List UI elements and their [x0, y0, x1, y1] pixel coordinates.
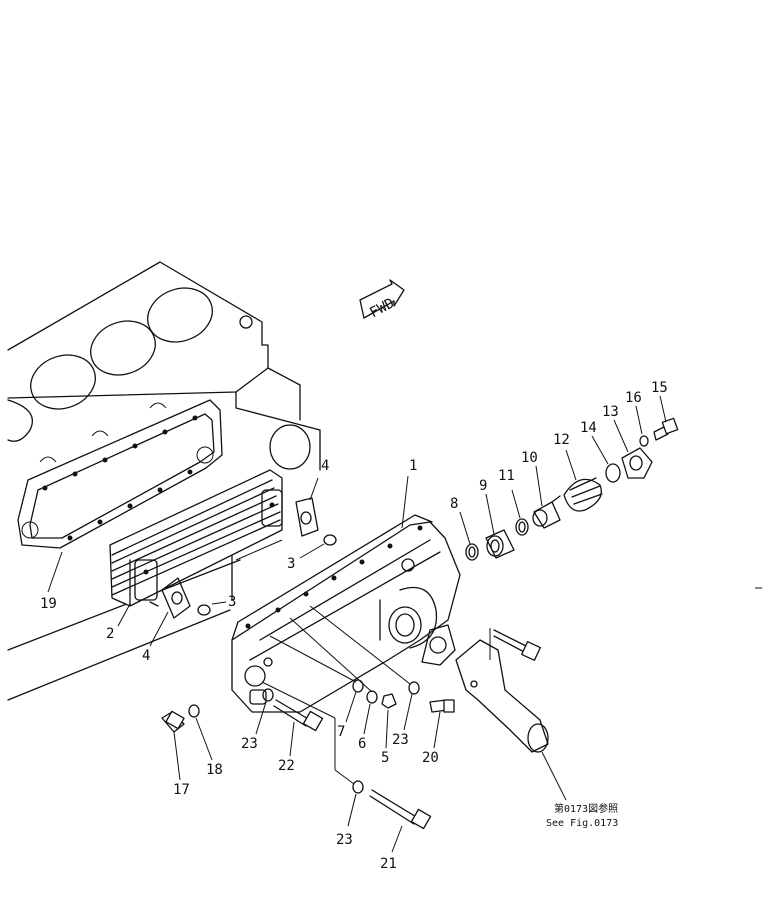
callout-17: 17 — [173, 782, 190, 798]
o-ring-3-rear — [323, 534, 337, 546]
housing-13 — [621, 447, 653, 479]
thermostat-10 — [532, 495, 561, 529]
callout-3-front: 3 — [228, 594, 236, 610]
reference-english: See Fig.0173 — [546, 818, 618, 829]
callout-numbers: 1 4 3 3 2 4 19 8 9 11 10 12 14 13 16 15 … — [40, 380, 668, 872]
callout-21: 21 — [380, 856, 397, 872]
oil-cooler-cover-1 — [231, 514, 461, 713]
callout-23-right: 23 — [392, 732, 409, 748]
reference-note: 第0173図参照 See Fig.0173 — [546, 802, 618, 829]
callout-12: 12 — [553, 432, 570, 448]
bolt-22 — [273, 699, 324, 732]
gasket-4-front — [161, 577, 191, 619]
bolt-21 — [369, 789, 432, 830]
seal-9 — [485, 529, 515, 559]
leader-lines — [47, 395, 667, 853]
callout-22: 22 — [278, 758, 295, 774]
oil-cooler-element-2 — [109, 469, 283, 607]
washer-6 — [366, 690, 378, 704]
callout-16: 16 — [625, 390, 642, 406]
guide-lines — [235, 539, 411, 785]
callout-4-front: 4 — [142, 648, 150, 664]
seal-11 — [515, 518, 529, 536]
plug-17 — [161, 710, 185, 733]
o-ring-3-front — [197, 604, 211, 616]
callout-1: 1 — [409, 458, 417, 474]
washer-23-bottom — [352, 780, 364, 794]
retainer-8 — [465, 543, 479, 561]
o-ring-18 — [188, 704, 200, 718]
washer-23-right — [408, 681, 420, 695]
callout-4-rear: 4 — [321, 458, 329, 474]
callout-7: 7 — [337, 724, 345, 740]
o-ring-14 — [605, 463, 621, 483]
bolt-20 — [429, 699, 455, 713]
callout-15: 15 — [651, 380, 668, 396]
bolt-15 — [653, 417, 679, 441]
callout-11: 11 — [498, 468, 515, 484]
washer-23-left — [262, 688, 274, 702]
callout-19: 19 — [40, 596, 57, 612]
nut-5 — [381, 693, 397, 709]
washer-7 — [352, 679, 364, 693]
callout-10: 10 — [521, 450, 538, 466]
gasket-elbow — [421, 624, 456, 666]
callout-23-bottom: 23 — [336, 832, 353, 848]
callout-6: 6 — [358, 736, 366, 752]
callout-3-rear: 3 — [287, 556, 295, 572]
gasket-19 — [17, 399, 223, 549]
callout-20: 20 — [422, 750, 439, 766]
water-elbow — [455, 639, 549, 753]
bolt-elbow — [489, 628, 541, 661]
callout-13: 13 — [602, 404, 619, 420]
callout-2: 2 — [106, 626, 114, 642]
reference-japanese: 第0173図参照 — [554, 802, 618, 815]
gasket-4-rear — [295, 497, 319, 537]
hose-12 — [563, 477, 603, 512]
callout-8: 8 — [450, 496, 458, 512]
callout-14: 14 — [580, 420, 597, 436]
callout-5: 5 — [381, 750, 389, 766]
washer-16 — [639, 435, 649, 447]
callout-9: 9 — [479, 478, 487, 494]
fwd-arrow: FWD — [359, 279, 405, 321]
callout-18: 18 — [206, 762, 223, 778]
callout-23-left: 23 — [241, 736, 258, 752]
